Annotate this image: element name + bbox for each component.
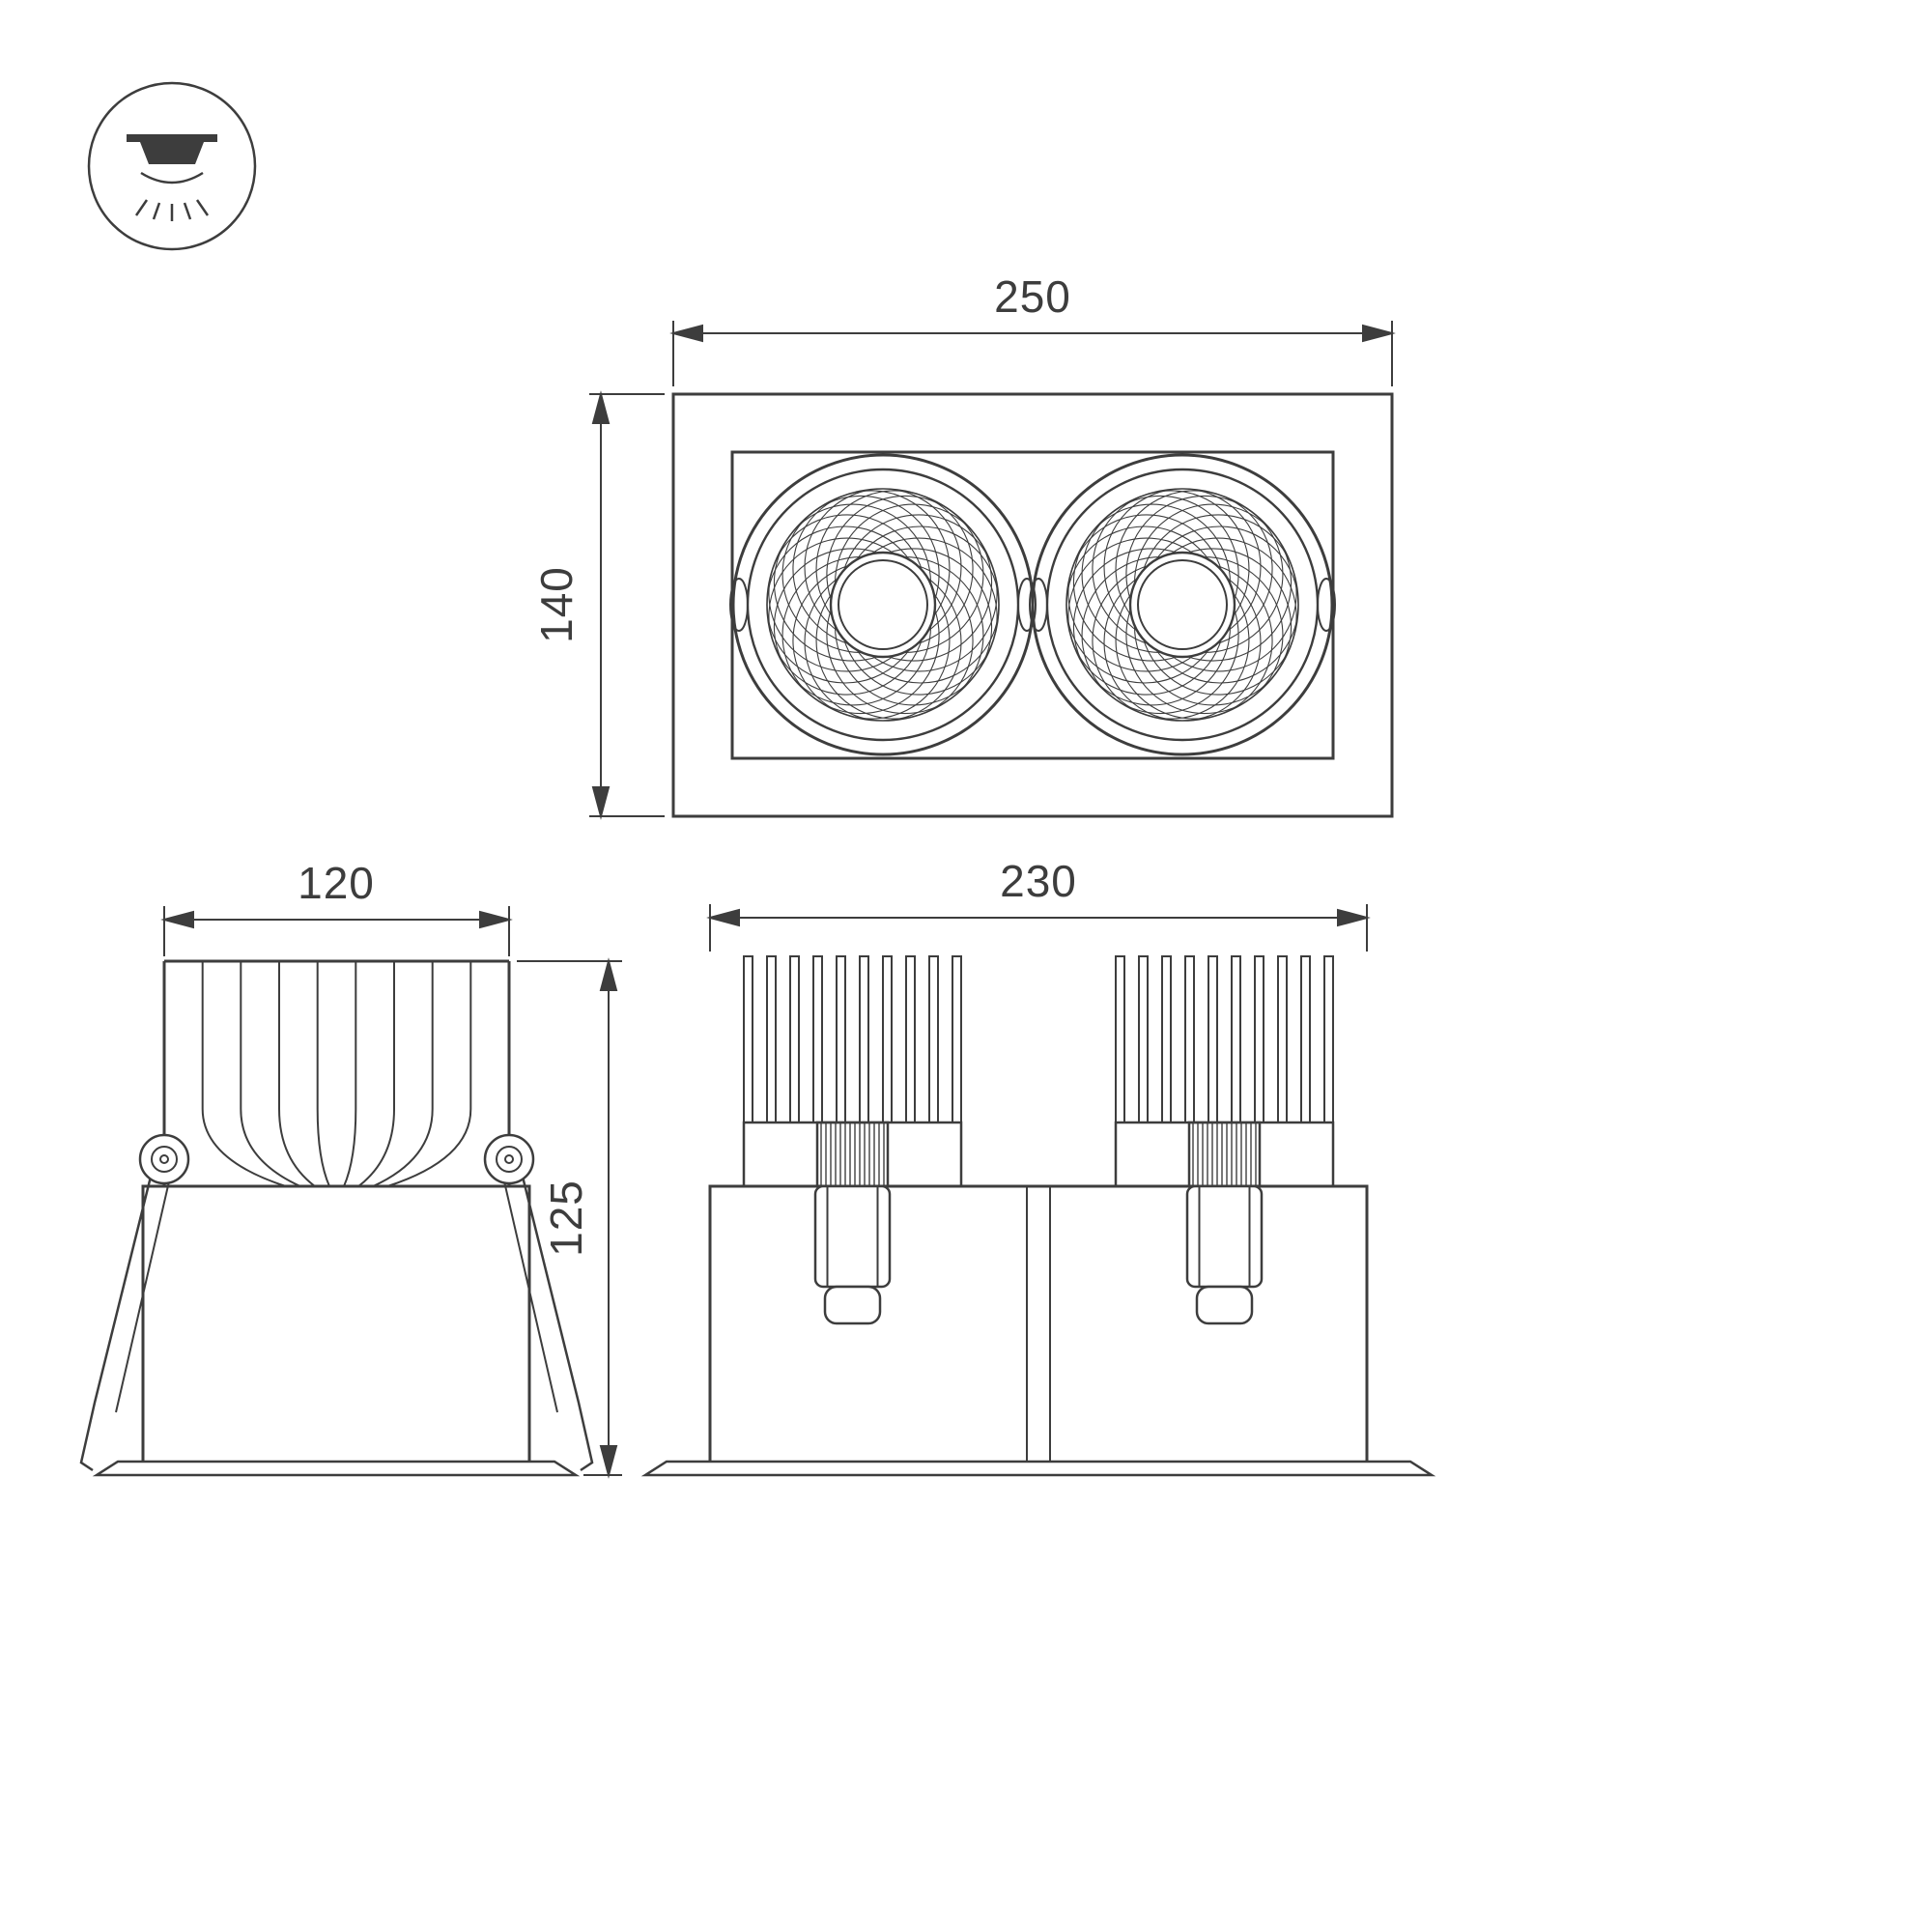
light-rays-icon [134,199,210,221]
lamp-right [1030,455,1335,754]
dim-label-front-height: 140 [531,566,582,643]
dim-rear-width: 230 [709,856,1368,952]
dim-label-front-width: 250 [994,271,1071,322]
rear-view [640,955,1436,1477]
side-heatsink-fins [201,961,472,1187]
lamp-left [730,455,1036,754]
front-outer-frame [671,392,1394,818]
dim-label-side-width: 120 [298,858,375,908]
recessed-downlight-glyph [127,134,217,221]
rear-heatsink-fins-left [743,955,962,1123]
front-view [671,392,1394,818]
downlight-icon [87,81,257,251]
rear-clip-left [813,1121,892,1325]
dim-side-width: 120 [163,858,510,956]
dim-label-rear-width: 230 [1000,856,1077,906]
rear-flange [640,1460,1436,1477]
rear-housing [708,1184,1369,1464]
side-view [79,959,594,1477]
side-clip-right [483,1133,594,1472]
side-housing [141,1184,531,1464]
side-flange [92,1460,581,1477]
side-clip-left [79,1133,190,1472]
dim-front-height: 140 [531,393,665,817]
dim-front-width: 250 [672,271,1393,386]
dim-side-height: 125 [517,960,622,1476]
dim-label-side-height: 125 [541,1179,591,1257]
rear-clip-right [1185,1121,1264,1325]
rear-heatsink-fins-right [1115,955,1334,1123]
icon-circle [87,81,257,251]
